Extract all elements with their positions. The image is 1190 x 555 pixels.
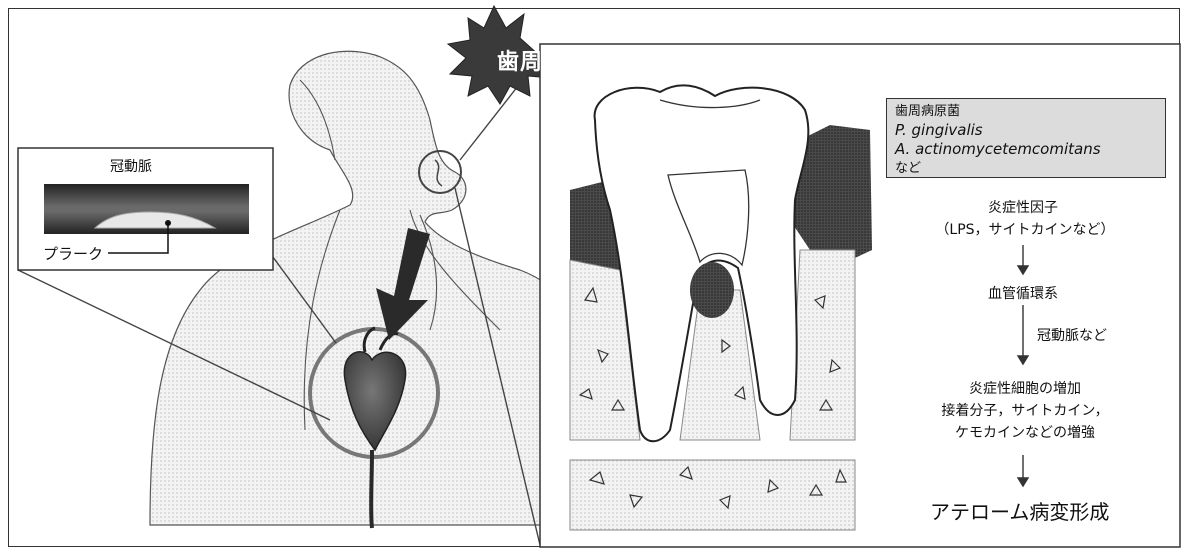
bacteria-heading: 歯周病原菌 [895, 102, 1157, 121]
burst-label: 歯周炎 [497, 44, 566, 76]
step2-side-note: 冠動脈など [1037, 325, 1107, 345]
species-2: A. actinomycetemcomitans [895, 140, 1157, 159]
step2-title: 血管循環系 [968, 283, 1078, 303]
tooth-illustration [570, 85, 872, 530]
plaque-label: プラーク [43, 243, 103, 264]
inset-title: 冠動脈 [110, 156, 152, 176]
bacteria-box: 歯周病原菌 P. gingivalis A. actinomycetemcomi… [886, 98, 1166, 178]
human-body [150, 51, 600, 525]
final-outcome: アテローム病変形成 [930, 496, 1109, 525]
bacteria-suffix: など [895, 159, 1157, 178]
step3-detail-2: ケモカインなどの増強 [925, 422, 1125, 442]
step3-detail-1: 接着分子，サイトカイン， [920, 400, 1130, 420]
species-1: P. gingivalis [895, 121, 1157, 140]
step3-title: 炎症性細胞の増加 [940, 378, 1110, 398]
step1-detail: （LPS，サイトカインなど） [920, 219, 1130, 239]
step1-title: 炎症性因子 [963, 197, 1083, 217]
